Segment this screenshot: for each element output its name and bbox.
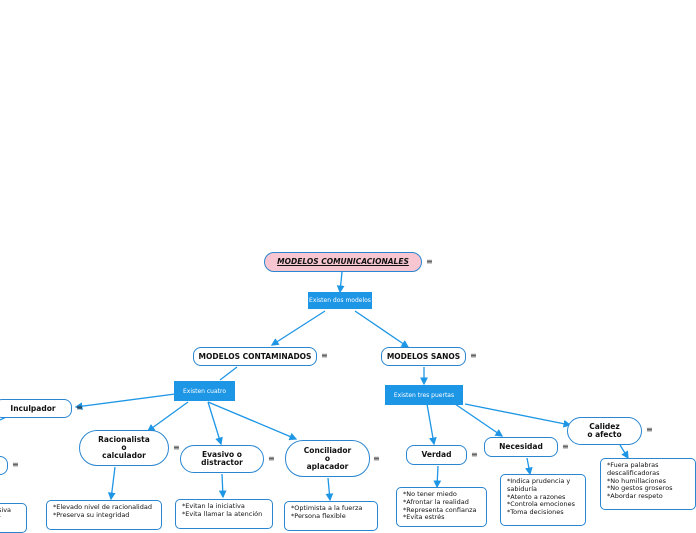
details-verdad: *No tener miedo *Afrontar la realidad *R… — [396, 487, 487, 527]
root-topic[interactable]: MODELOS COMUNICACIONALES — [264, 252, 422, 272]
details-evasivo: *Evitan la iniciativa *Evita llamar la a… — [175, 499, 273, 529]
note-icon[interactable]: ≡ — [373, 454, 380, 463]
note-icon[interactable]: ≡ — [470, 351, 477, 360]
note-icon[interactable]: ≡ — [76, 403, 83, 412]
topic-necesidad[interactable]: Necesidad — [484, 437, 558, 457]
topic-inculpador[interactable]: Inculpador — [0, 399, 72, 418]
note-icon[interactable]: ≡ — [321, 351, 328, 360]
details-racionalista: *Elevado nivel de racionalidad *Preserva… — [46, 500, 162, 530]
details-calidez: *Fuera palabras descalificadoras *No hum… — [600, 458, 696, 510]
topic-calidez[interactable]: Calidez o afecto — [567, 417, 642, 445]
topic-left-fragment[interactable] — [0, 456, 8, 475]
topic-conciliador[interactable]: Conciliador o aplacador — [285, 440, 370, 477]
link-label-existen-cuatro[interactable]: Existen cuatro — [174, 381, 235, 401]
topic-racionalista[interactable]: Racionalista o calculador — [79, 430, 169, 466]
topic-verdad[interactable]: Verdad — [406, 445, 467, 465]
topic-modelos-sanos[interactable]: MODELOS SANOS — [381, 347, 466, 366]
note-icon[interactable]: ≡ — [471, 450, 478, 459]
note-icon[interactable]: ≡ — [426, 257, 433, 266]
note-icon[interactable]: ≡ — [646, 425, 653, 434]
topic-modelos-contaminados[interactable]: MODELOS CONTAMINADOS — [193, 347, 317, 366]
link-label-dos-modelos[interactable]: Existen dos modelos — [308, 292, 372, 309]
details-conciliador: *Optimista a la fuerza *Persona flexible — [284, 501, 378, 531]
note-icon[interactable]: ≡ — [268, 454, 275, 463]
details-left-fragment: siva r — [0, 503, 27, 533]
note-icon[interactable]: ≡ — [562, 442, 569, 451]
note-icon[interactable]: ≡ — [173, 443, 180, 452]
link-label-existen-tres-puertas[interactable]: Existen tres puertas — [385, 385, 463, 405]
details-necesidad: *Indica prudencia y sabiduría *Atento a … — [500, 474, 586, 526]
topic-evasivo[interactable]: Evasivo o distractor — [180, 445, 264, 473]
note-icon[interactable]: ≡ — [12, 460, 19, 469]
